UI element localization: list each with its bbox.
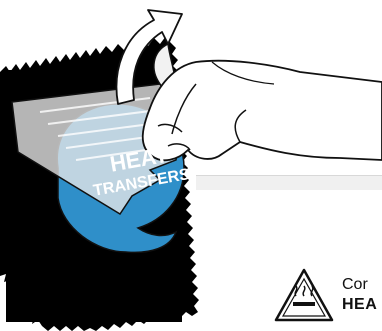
hand-illustration	[143, 61, 382, 161]
table-shadow	[196, 176, 382, 190]
hot-surface-warning-icon	[276, 270, 332, 320]
